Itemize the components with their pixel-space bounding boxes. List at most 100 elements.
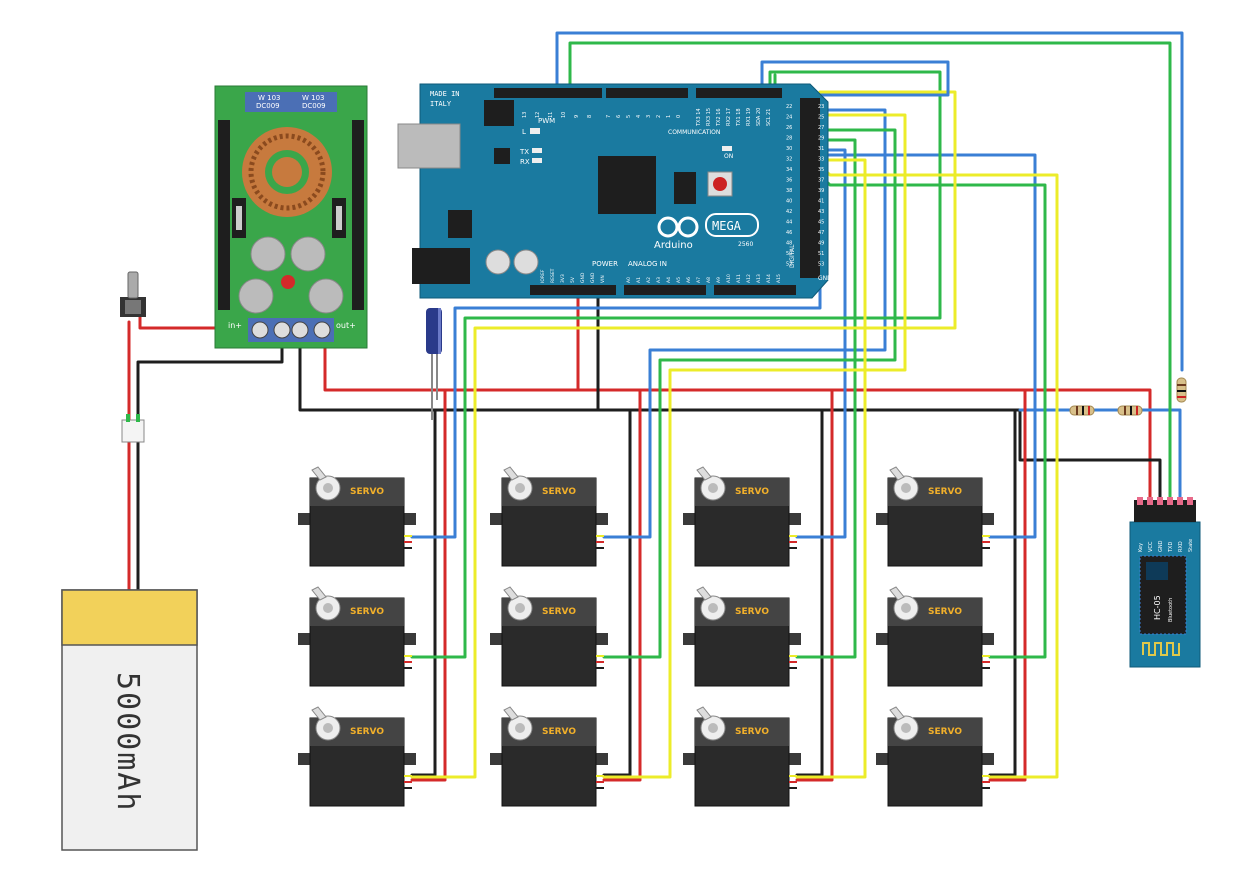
servo-label: SERVO bbox=[350, 607, 384, 617]
comm-pin-label: SDA 20 bbox=[756, 108, 762, 126]
signal-servo5 bbox=[602, 128, 897, 659]
made-in-label: MADE IN bbox=[430, 90, 460, 98]
rx-label: RX bbox=[520, 158, 530, 166]
right-pin-label: 44 bbox=[786, 220, 792, 226]
rail-col4-black bbox=[988, 408, 1017, 777]
communication-label: COMMUNICATION bbox=[668, 129, 720, 136]
right-pin-label: 47 bbox=[818, 230, 824, 236]
comm-pin-label: RX3 15 bbox=[706, 108, 712, 126]
digital-label: DIGITAL bbox=[789, 244, 796, 268]
on-label: ON bbox=[724, 153, 733, 160]
rail-col4-red bbox=[988, 388, 1027, 782]
analog-pin-label: A5 bbox=[676, 277, 682, 283]
top-pin-label: 2 bbox=[656, 115, 662, 118]
pot-label-1: W 103 bbox=[258, 94, 281, 102]
top-pin-label: 5 bbox=[626, 115, 632, 118]
right-pin-label: 53 bbox=[818, 262, 824, 268]
power-pin-label: RESET bbox=[550, 268, 556, 283]
bt-model-label: HC-05 bbox=[1153, 595, 1162, 620]
l-label: L bbox=[522, 128, 526, 136]
right-pin-label: 46 bbox=[786, 230, 792, 236]
dc-converter: W 103 W 103 DC009 DC009 in+ out+ bbox=[214, 85, 368, 349]
usb-port bbox=[397, 123, 461, 169]
right-pin-label: 49 bbox=[818, 241, 824, 247]
right-pin-label: 26 bbox=[786, 125, 792, 131]
battery-connector bbox=[121, 414, 145, 443]
right-pin-label: 32 bbox=[786, 157, 792, 163]
servo-label: SERVO bbox=[928, 487, 962, 497]
wire-bt-rx-blue bbox=[555, 31, 1184, 372]
pot-label-2: W 103 bbox=[302, 94, 325, 102]
bt-pin-label: GND bbox=[1158, 540, 1164, 552]
analog-pin-label: A3 bbox=[656, 277, 662, 283]
tx-label: TX bbox=[519, 148, 529, 156]
analog-pin-label: A4 bbox=[666, 277, 672, 283]
top-pin-label: 1 bbox=[666, 115, 672, 118]
wire-gnd-black-rail bbox=[298, 328, 1162, 507]
wire-out-red-rail bbox=[323, 328, 1152, 507]
comm-pin-label: TX2 16 bbox=[716, 108, 722, 127]
converter-capacitors bbox=[238, 236, 344, 314]
right-pin-label: 39 bbox=[818, 188, 824, 194]
right-pin-label: 42 bbox=[786, 209, 792, 215]
servo-motor: SERVO bbox=[876, 586, 994, 687]
servo-motor: SERVO bbox=[490, 586, 608, 687]
servo-label: SERVO bbox=[350, 727, 384, 737]
battery-label: 5000mAh bbox=[110, 672, 145, 812]
top-pin-label: 8 bbox=[587, 115, 593, 118]
model-sub-label: 2560 bbox=[738, 241, 753, 248]
chip-label-2: DC009 bbox=[302, 102, 326, 110]
servo-label: SERVO bbox=[928, 607, 962, 617]
right-pin-label: 50 bbox=[786, 251, 792, 257]
gnd-label: GND bbox=[818, 275, 832, 282]
signal-servo3 bbox=[410, 90, 957, 779]
battery: 5000mAh bbox=[61, 589, 198, 851]
top-pin-label: 9 bbox=[574, 115, 580, 118]
servo-motor: SERVO bbox=[490, 466, 608, 567]
signal-servo6 bbox=[602, 113, 907, 779]
servo-motor: SERVO bbox=[298, 466, 416, 567]
bt-pin bbox=[1137, 497, 1143, 505]
rail-col3-black bbox=[795, 408, 824, 777]
analog-pin-label: A7 bbox=[696, 277, 702, 283]
mcu-chip bbox=[598, 156, 656, 214]
servo-label: SERVO bbox=[928, 727, 962, 737]
power-pin-label: 5V bbox=[570, 276, 576, 283]
wire-battery-black bbox=[136, 328, 284, 592]
bt-pin bbox=[1157, 497, 1163, 505]
resistors bbox=[1069, 377, 1187, 416]
right-pin-labels: 2224262830323436384042444648505223252729… bbox=[786, 104, 824, 268]
right-pin-label: 25 bbox=[818, 115, 824, 121]
top-pin-label: 12 bbox=[535, 112, 541, 118]
servo-label: SERVO bbox=[542, 607, 576, 617]
right-pin-label: 29 bbox=[818, 136, 824, 142]
wires bbox=[127, 31, 1184, 782]
right-pin-label: 38 bbox=[786, 188, 792, 194]
right-pin-label: 22 bbox=[786, 104, 792, 110]
servo-motor: SERVO bbox=[490, 706, 608, 807]
right-pin-label: 30 bbox=[786, 146, 792, 152]
right-pin-label: 48 bbox=[786, 241, 792, 247]
servo-motor: SERVO bbox=[876, 466, 994, 567]
analog-pin-label: A14 bbox=[766, 274, 772, 283]
power-pin-label: IOREF bbox=[540, 269, 546, 283]
rail-col1-black bbox=[410, 408, 437, 777]
right-pin-label: 23 bbox=[818, 104, 824, 110]
bt-pin bbox=[1177, 497, 1183, 505]
right-pin-label: 45 bbox=[818, 220, 824, 226]
wire-bt-scl-blue bbox=[760, 60, 950, 100]
power-label: POWER bbox=[592, 260, 618, 268]
bt-pin-label: RXD bbox=[1178, 541, 1184, 552]
comm-pin-label: TX1 18 bbox=[736, 108, 742, 127]
resistor-2 bbox=[1117, 405, 1143, 416]
pwm-label: PWM bbox=[538, 117, 555, 125]
servo-motor: SERVO bbox=[683, 706, 801, 807]
servo-label: SERVO bbox=[735, 727, 769, 737]
servo-motor: SERVO bbox=[683, 466, 801, 567]
servo-motor: SERVO bbox=[298, 586, 416, 687]
signal-servo9 bbox=[795, 158, 867, 779]
comm-pin-label: TX3 14 bbox=[696, 108, 702, 127]
rail-col3-red bbox=[795, 388, 834, 782]
right-pin-label: 51 bbox=[818, 251, 824, 257]
